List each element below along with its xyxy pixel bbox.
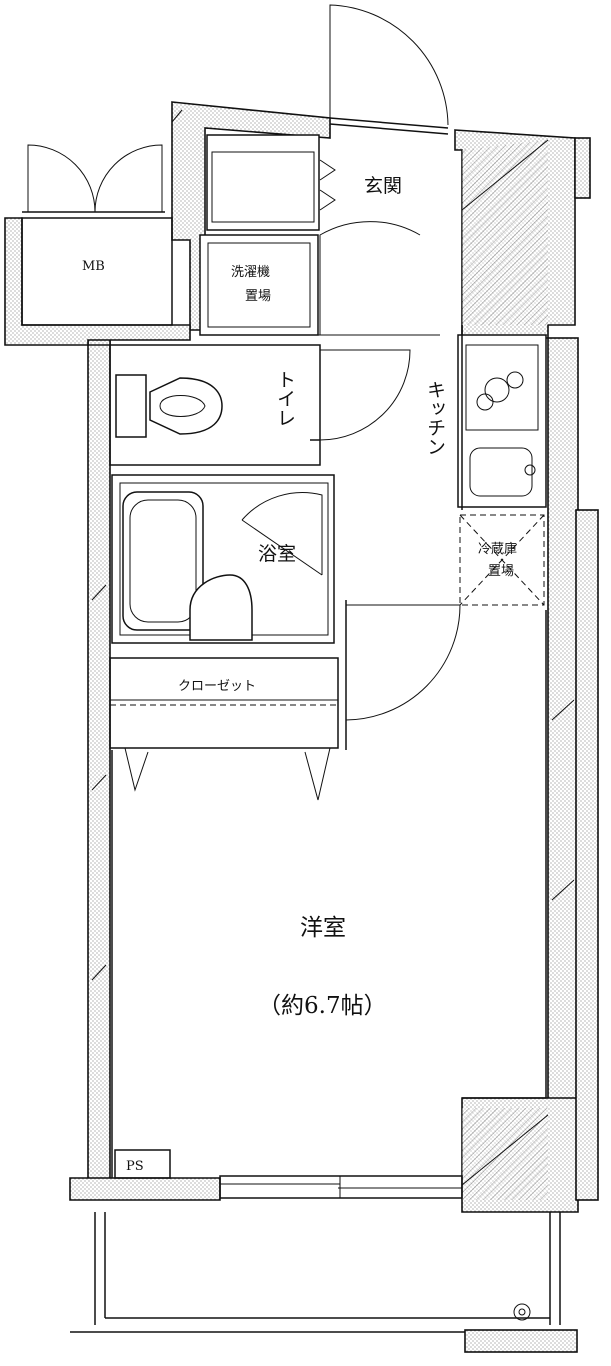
label-washer-place: 置場 [245,289,271,304]
label-western-room: 洋室 [300,915,346,941]
room-door [345,600,461,721]
balcony [70,1212,578,1353]
label-fridge: 冷蔵庫 [478,542,517,557]
shoe-cabinet [206,134,336,231]
toilet-room [109,344,411,466]
balcony-window [219,1175,463,1199]
label-kitchen: キッチン [424,380,446,456]
washer-area [199,221,440,336]
label-western-room-size: （約6.7帖） [258,993,387,1019]
kitchen [457,334,547,508]
entrance-door [329,4,449,135]
label-bath: 浴室 [258,543,296,565]
fridge-space [459,514,545,606]
room-labels: 玄関 洗濯機 置場 トイレ キッチン 浴室 冷蔵庫 置場 クローゼット 洋室 （… [82,175,517,1174]
label-entrance: 玄関 [364,175,402,197]
bathroom [111,474,335,644]
label-closet: クローゼット [178,679,256,694]
label-washer: 洗濯機 [231,265,270,280]
label-fridge-place: 置場 [488,564,514,579]
pipe-space [114,1149,171,1179]
structural-columns [91,109,575,1200]
label-pipe-space: PS [126,1159,144,1174]
closet [109,657,339,801]
meter-box-area [21,144,173,326]
label-meter-box: MB [82,259,105,274]
western-room-outline [111,325,547,1178]
label-toilet: トイレ [274,370,296,427]
